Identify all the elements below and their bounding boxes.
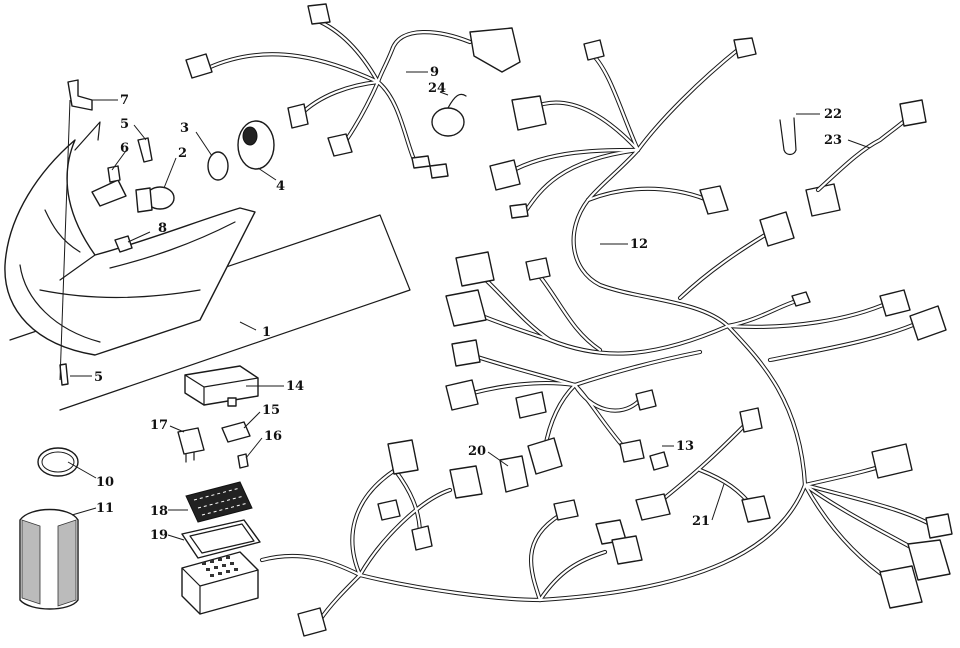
callout-1: 1 [262,325,271,340]
callout-15: 15 [262,403,280,418]
headlight-assembly [4,79,411,411]
harness-12 [259,37,953,637]
harness-wire-core [543,383,577,450]
relay-17 [177,427,205,463]
callouts: 1 2 3 4 5 5 6 7 8 9 10 11 12 13 14 15 16… [94,65,842,543]
callout-11: 11 [96,501,114,516]
fuse-16 [237,453,249,469]
harness-wire-core [573,350,702,387]
harness-wire [802,482,943,533]
harness-wire [635,45,743,153]
callout-14: 14 [286,379,304,394]
callout-6: 6 [120,141,129,156]
harness-wire-core [586,148,640,202]
clip-22 [779,117,797,156]
harness-wire-core [573,383,642,412]
callout-18: 18 [150,504,168,519]
harness-wire [537,549,608,603]
callout-13: 13 [676,439,694,454]
harness-wire-core [358,488,452,577]
harness-wire-core [529,513,562,602]
harness-wire-core [726,324,807,487]
harness-wire [802,482,893,583]
harness-9 [185,3,521,179]
fuse-block [181,551,259,615]
harness-wire-core [678,230,772,300]
fuse-holder-18 [185,481,253,523]
harness-wire [357,487,453,578]
harness-wire-core [650,418,752,510]
callout-16: 16 [264,429,282,444]
harness-wire-core [636,46,742,152]
harness-wire-core [726,300,892,328]
callout-9: 9 [430,65,439,80]
harness-wire-core [803,483,892,582]
callout-21: 21 [692,514,710,529]
harness-wire [350,467,398,578]
gasket-19 [181,519,261,559]
callout-19: 19 [150,528,168,543]
harness-wire-core [351,468,397,577]
harness-wire-core [803,483,918,552]
harness-wire-core [508,148,640,174]
callout-12: 12 [630,237,648,252]
harness-wire-core [260,554,362,577]
harness-wire [357,572,543,603]
harness-wire [767,319,923,363]
harness-wire [542,382,578,451]
harness-wire-core [533,268,602,352]
harness-wire [725,323,808,488]
clamp-10 [37,447,79,477]
callout-24: 24 [428,81,446,96]
harness-wire-core [586,187,720,207]
harness-wire-core [468,264,730,355]
sleeve-11 [19,508,79,610]
callout-23: 23 [824,133,842,148]
relay-box-14 [184,365,259,407]
harness-wire [259,553,363,578]
callout-5-upper: 5 [120,117,129,132]
callout-3: 3 [180,121,189,136]
harness-wire-core [538,483,807,602]
callout-17: 17 [150,418,168,433]
harness-wire-core [538,550,607,602]
harness-wire-core [358,573,542,602]
callout-4: 4 [276,179,285,194]
callout-22: 22 [824,107,842,122]
relay-15 [221,421,251,443]
callout-7: 7 [120,93,129,108]
harness-wire-core [523,148,640,214]
harness-wire [571,197,731,329]
harness-wire-core [768,320,922,362]
callout-2: 2 [178,146,187,161]
harness-wire [677,229,773,301]
harness-wire-core [572,198,730,328]
callout-10: 10 [96,475,114,490]
leader-lines [67,71,871,541]
harness-wire-core [588,50,640,152]
callout-8: 8 [158,221,167,236]
callout-5-lower: 5 [94,370,103,385]
harness-wire-core [530,101,640,152]
callout-20: 20 [468,444,486,459]
